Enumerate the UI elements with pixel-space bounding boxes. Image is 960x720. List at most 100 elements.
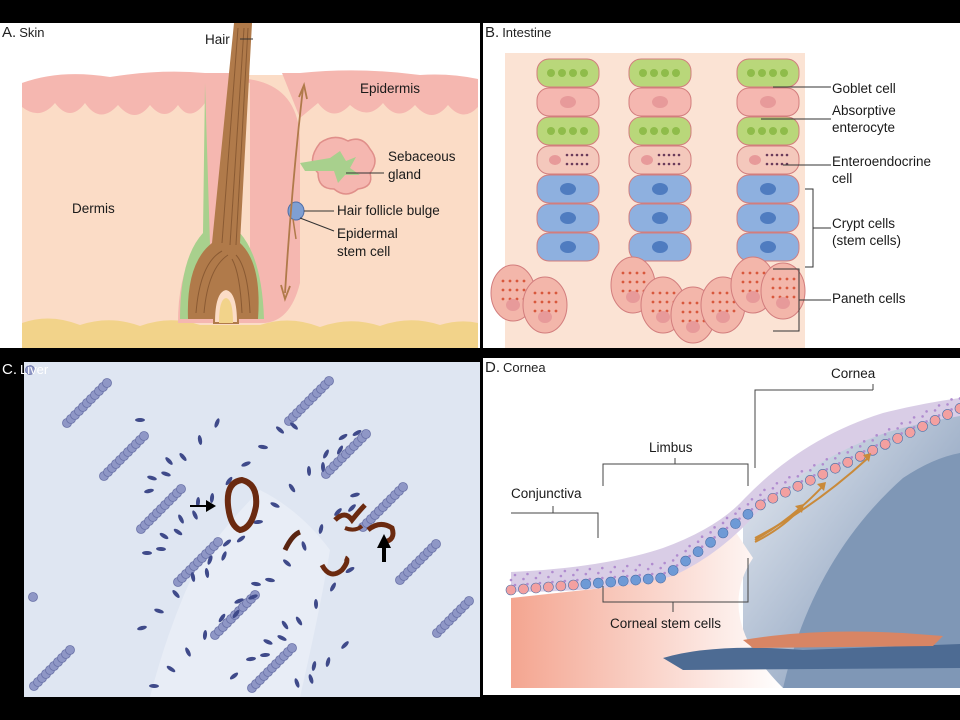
- stromal-nucleus: [179, 453, 187, 461]
- basal-cell: [842, 457, 854, 468]
- epithelial-dot: [522, 577, 525, 581]
- stromal-nucleus: [173, 528, 183, 536]
- stromal-nucleus: [301, 541, 307, 551]
- epithelial-dot: [713, 526, 716, 529]
- granule: [792, 295, 796, 299]
- epithelial-dot: [887, 438, 891, 441]
- liver-micrograph: [0, 360, 480, 697]
- granule: [547, 291, 551, 295]
- epithelial-dot: [837, 462, 841, 465]
- granule: [667, 153, 671, 157]
- epithelial-dot: [513, 583, 517, 587]
- epithelial-dot: [659, 566, 662, 570]
- stromal-nucleus: [348, 504, 356, 512]
- granule: [665, 291, 669, 295]
- granule: [558, 127, 566, 135]
- epithelial-dot: [625, 574, 629, 578]
- basal-cell: [518, 583, 529, 595]
- stromal-nucleus: [330, 582, 336, 592]
- nucleus: [652, 183, 668, 195]
- stromal-nucleus: [288, 483, 296, 493]
- granule: [662, 162, 666, 166]
- stromal-nucleus: [149, 683, 159, 689]
- granule: [667, 162, 671, 166]
- panel-title-text: Liver: [20, 362, 49, 377]
- granule: [718, 291, 722, 295]
- granule: [711, 309, 715, 313]
- label-absorptive: Absorptive: [832, 103, 896, 118]
- granule: [695, 319, 699, 323]
- granule: [770, 162, 774, 166]
- granule: [755, 289, 759, 293]
- nucleus: [746, 291, 760, 303]
- granule: [580, 153, 584, 157]
- epithelial-dot: [650, 562, 654, 566]
- epithelial-dot: [775, 491, 779, 495]
- label-sebaceous: Sebaceous: [388, 149, 456, 164]
- granule: [661, 69, 669, 77]
- granule: [628, 280, 632, 284]
- stromal-nucleus: [159, 532, 169, 540]
- epithelial-dot: [588, 577, 592, 581]
- cell: [536, 145, 600, 175]
- epithelial-dot: [675, 554, 679, 557]
- epithelial-dot: [613, 565, 617, 569]
- cornea-diagram: [483, 358, 960, 695]
- basal-cell: [829, 463, 841, 474]
- epithelial-dot: [601, 576, 604, 580]
- basal-cell: [904, 427, 916, 438]
- basal-cell: [717, 527, 729, 539]
- stromal-nucleus: [161, 471, 171, 477]
- stromal-nucleus: [207, 555, 213, 565]
- epithelial-dot: [696, 540, 700, 543]
- granule: [672, 127, 680, 135]
- granule: [765, 153, 769, 157]
- epithelial-dot: [588, 567, 592, 571]
- epithelial-dot: [800, 469, 804, 473]
- hepatocyte-nucleus: [102, 378, 112, 388]
- epithelial-dot: [709, 531, 712, 534]
- epithelial-dot: [650, 572, 654, 576]
- granule: [775, 162, 779, 166]
- granule: [540, 291, 544, 295]
- stromal-nucleus: [290, 422, 298, 430]
- granule: [741, 271, 745, 275]
- basal-cell: [755, 499, 766, 511]
- granule: [533, 291, 537, 295]
- granule: [785, 286, 789, 290]
- stromal-nucleus: [341, 641, 349, 649]
- paneth-cell: [760, 262, 806, 320]
- epithelial-dot: [946, 403, 949, 406]
- stromal-nucleus: [221, 551, 227, 561]
- nucleus: [760, 212, 776, 224]
- stromal-nucleus: [313, 599, 319, 609]
- epithelial-dot: [559, 574, 563, 578]
- basal-cell: [655, 572, 666, 584]
- granule: [621, 289, 625, 293]
- granule: [785, 277, 789, 281]
- basal-cell: [892, 433, 903, 444]
- granule: [570, 162, 574, 166]
- epithelial-dot: [796, 474, 800, 478]
- stromal-nucleus: [166, 665, 176, 673]
- label-cornea: Cornea: [831, 366, 876, 381]
- granule: [765, 162, 769, 166]
- label-epidermis: Epidermis: [360, 81, 421, 96]
- epithelial-dot: [896, 427, 899, 430]
- granule: [540, 300, 544, 304]
- basal-cell: [792, 480, 804, 492]
- label-stem-cell: stem cell: [337, 244, 391, 259]
- hepatocyte-nucleus: [464, 596, 474, 606]
- nucleus: [716, 311, 730, 323]
- granule: [639, 69, 647, 77]
- label-crypt-cells: Crypt cells: [832, 216, 896, 231]
- granule: [741, 280, 745, 284]
- panel-liver: C.Liver: [0, 360, 480, 697]
- epithelial-dot: [862, 450, 866, 453]
- granule: [677, 153, 681, 157]
- cell: [536, 116, 600, 146]
- stromal-nucleus: [241, 461, 251, 467]
- epithelial-dot: [738, 507, 741, 510]
- basal-cell: [867, 445, 878, 456]
- epithelial-dot: [601, 566, 604, 570]
